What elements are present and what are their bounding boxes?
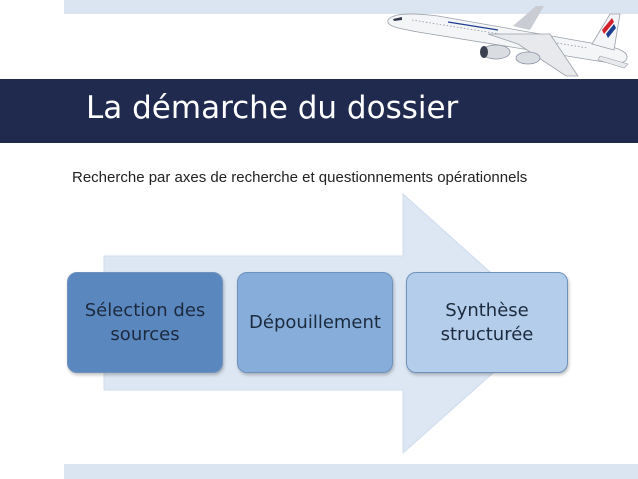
bottom-decorative-strip [64,464,638,479]
step-structured-synthesis: Synthèse structurée [406,272,568,373]
top-decorative-strip [64,0,638,14]
step-source-selection: Sélection des sources [67,272,223,373]
airplane-icon [387,6,629,77]
slide-title: La démarche du dossier [86,90,459,126]
step-review: Dépouillement [237,272,393,373]
slide-subtitle: Recherche par axes de recherche et quest… [72,169,528,186]
title-bar [0,79,638,143]
